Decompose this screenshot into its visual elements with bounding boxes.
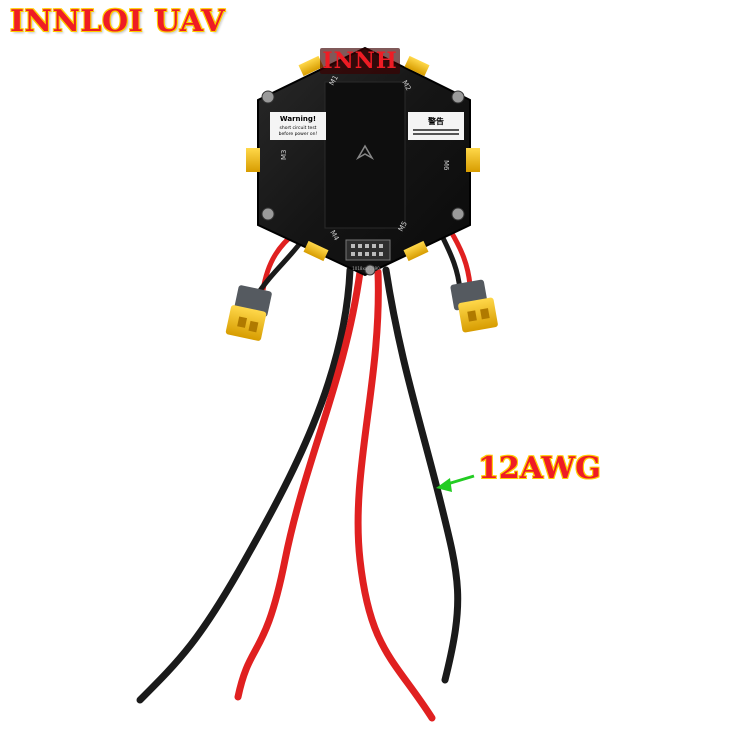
motor-label-m6: M6 bbox=[442, 160, 450, 171]
warning-cn-title: 警告 bbox=[427, 116, 444, 126]
warning-title: Warning! bbox=[280, 115, 316, 123]
pdb-board: Warning! short circuit test before power… bbox=[246, 46, 480, 277]
m1-connector bbox=[404, 55, 430, 77]
main-power-wires bbox=[136, 266, 462, 722]
signal-header bbox=[345, 239, 391, 261]
warning-line-1: short circuit test bbox=[280, 125, 317, 131]
motor-label-m3: M3 bbox=[280, 150, 288, 161]
m2-connector bbox=[298, 55, 324, 77]
direction-arrow-icon bbox=[355, 144, 375, 161]
warning-line-2: before power on! bbox=[279, 131, 318, 137]
m4-connector bbox=[303, 240, 329, 262]
wire-gauge-label: 12AWG bbox=[478, 451, 601, 486]
warning-sticker-cn bbox=[408, 112, 464, 140]
board-serial: 1018xxx2190 bbox=[352, 266, 380, 271]
m3-connector bbox=[246, 148, 260, 172]
left-xt60-lead bbox=[225, 230, 307, 341]
callout-arrow bbox=[436, 474, 475, 492]
watermark-badge: INNH bbox=[320, 48, 400, 74]
right-xt60-lead bbox=[439, 228, 498, 333]
brand-title: INNLOI UAV bbox=[10, 4, 226, 39]
m6-connector bbox=[466, 148, 480, 172]
m5-connector bbox=[403, 240, 429, 262]
warning-sticker bbox=[270, 112, 326, 140]
